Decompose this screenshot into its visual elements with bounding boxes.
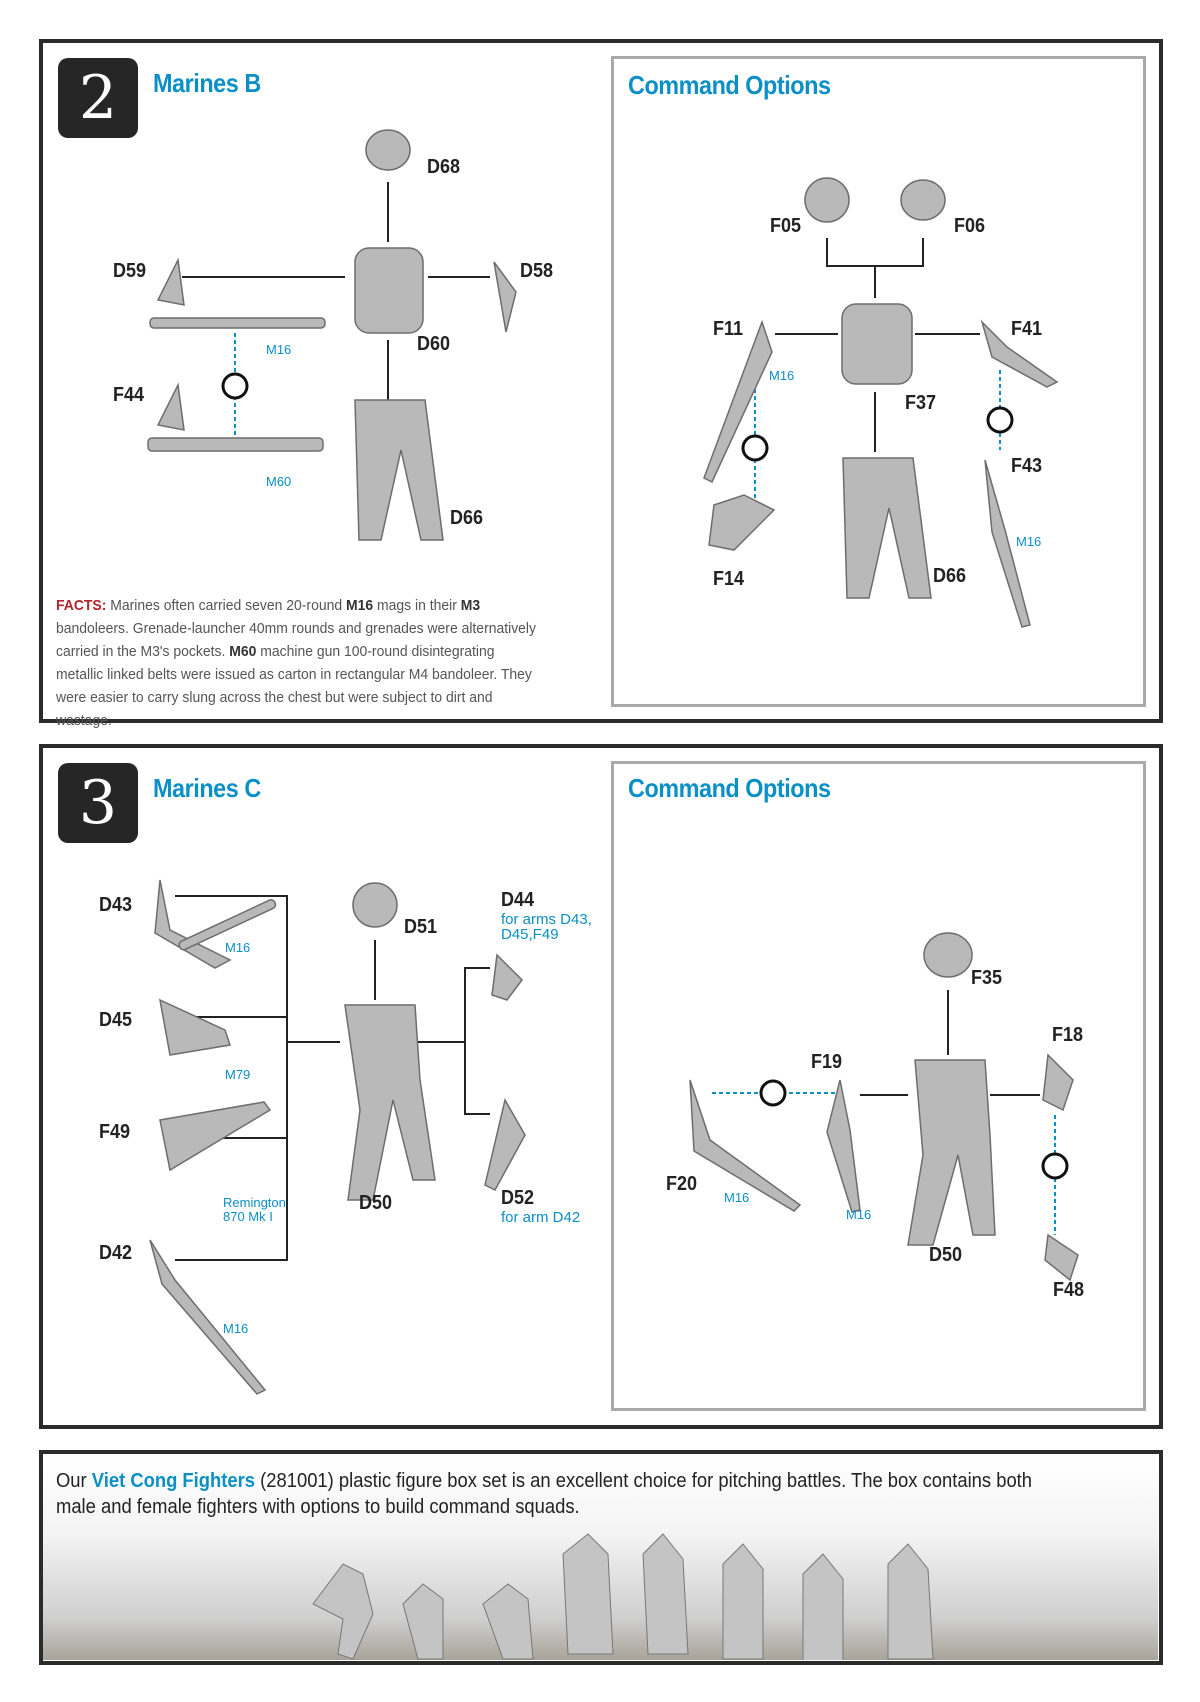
mg-m60 bbox=[147, 437, 324, 452]
weapon-label: M16 bbox=[266, 342, 292, 357]
fit-note: for arm D42 bbox=[501, 1209, 581, 1226]
part-label: F43 bbox=[1011, 455, 1043, 477]
part-label: F41 bbox=[1011, 318, 1043, 340]
step-2-command-options-box bbox=[611, 56, 1146, 707]
step-title: Marines B bbox=[153, 68, 261, 98]
step-3-diagram bbox=[149, 879, 1079, 1395]
step-3-command-options-box bbox=[611, 761, 1146, 1411]
viet-cong-figures bbox=[312, 1533, 934, 1665]
weapon-label: M79 bbox=[225, 1067, 251, 1082]
part-label: D44 bbox=[501, 889, 535, 911]
legs-d66 bbox=[354, 399, 444, 541]
step-title: Marines C bbox=[153, 773, 261, 803]
arm-f49 bbox=[159, 1101, 272, 1172]
part-label: D66 bbox=[933, 565, 967, 587]
command-options-title: Command Options bbox=[628, 773, 831, 803]
part-label: D43 bbox=[99, 894, 133, 916]
swap-icon bbox=[221, 372, 249, 400]
head-f35 bbox=[923, 932, 973, 978]
head-f06 bbox=[900, 179, 946, 221]
rifle-m16 bbox=[178, 899, 277, 951]
swap-icon bbox=[1041, 1152, 1069, 1180]
arm-d59 bbox=[156, 257, 185, 306]
weapon-label: M16 bbox=[846, 1207, 872, 1222]
part-label: F11 bbox=[713, 318, 744, 340]
weapon-label: 870 Mk I bbox=[223, 1209, 273, 1224]
command-options-title: Command Options bbox=[628, 70, 831, 100]
part-label: F19 bbox=[811, 1051, 843, 1073]
arm-f20 bbox=[689, 1079, 802, 1212]
body-d50b bbox=[907, 1059, 996, 1246]
weapon-label: M16 bbox=[223, 1321, 249, 1336]
arm-f43 bbox=[984, 459, 1031, 628]
hand-f48 bbox=[1044, 1233, 1079, 1282]
weapon-label: Remington bbox=[223, 1195, 286, 1210]
weapon-label: M16 bbox=[225, 940, 251, 955]
arm-d43 bbox=[154, 879, 232, 969]
hand-f18 bbox=[1042, 1053, 1074, 1112]
arm-d42 bbox=[149, 1239, 267, 1395]
part-label: F20 bbox=[666, 1173, 698, 1195]
part-label: F18 bbox=[1052, 1024, 1084, 1046]
swap-icon bbox=[741, 434, 769, 462]
facts-text: FACTS: Marines often carried seven 20-ro… bbox=[56, 597, 537, 729]
part-label: D52 bbox=[501, 1187, 535, 1209]
part-label: F48 bbox=[1053, 1279, 1085, 1301]
weapon-label: M16 bbox=[769, 368, 795, 383]
part-label: D59 bbox=[113, 260, 147, 282]
part-label: D50 bbox=[929, 1244, 963, 1266]
arm-d45 bbox=[159, 998, 231, 1056]
fit-note: D45,F49 bbox=[501, 926, 559, 943]
part-label: F06 bbox=[954, 215, 986, 237]
swap-icon bbox=[759, 1079, 787, 1107]
part-label: F35 bbox=[971, 967, 1003, 989]
head-f05 bbox=[804, 177, 850, 223]
part-label: F14 bbox=[713, 568, 745, 590]
fit-note: for arms D43, bbox=[501, 911, 592, 928]
part-label: F37 bbox=[905, 392, 937, 414]
weapon-label: M16 bbox=[724, 1190, 750, 1205]
product-link[interactable]: Viet Cong Fighters bbox=[91, 1470, 256, 1492]
arm-d52 bbox=[484, 1097, 526, 1191]
swap-icon bbox=[986, 406, 1014, 434]
part-label: F49 bbox=[99, 1121, 131, 1143]
part-label: D58 bbox=[520, 260, 554, 282]
arm-f44 bbox=[156, 382, 185, 431]
arm-d58 bbox=[493, 261, 517, 333]
step-2-diagram bbox=[147, 129, 1059, 628]
part-label: D45 bbox=[99, 1009, 133, 1031]
weapon-label: M16 bbox=[1016, 534, 1042, 549]
part-label: D60 bbox=[417, 333, 451, 355]
arm-f19 bbox=[826, 1079, 861, 1213]
promo-figures-image bbox=[43, 1454, 1158, 1665]
step-number-badge: 3 bbox=[58, 763, 138, 843]
arm-f41 bbox=[980, 319, 1059, 388]
weapon-label: M60 bbox=[266, 474, 292, 489]
part-label: D51 bbox=[404, 916, 438, 938]
promo-text: Our Viet Cong Fighters (281001) plastic … bbox=[56, 1470, 1033, 1518]
body-d50 bbox=[344, 1004, 436, 1201]
part-label: F05 bbox=[770, 215, 802, 237]
torso-f37 bbox=[841, 303, 913, 385]
legs-d66b bbox=[842, 457, 932, 599]
torso-d60 bbox=[354, 247, 424, 334]
hand-d44 bbox=[491, 953, 523, 1001]
part-label: D42 bbox=[99, 1242, 133, 1264]
part-label: D50 bbox=[359, 1192, 393, 1214]
arm-f11 bbox=[703, 319, 773, 484]
part-label: F44 bbox=[113, 384, 145, 406]
part-label: D68 bbox=[427, 156, 461, 178]
hand-f14 bbox=[708, 494, 776, 551]
head-d51 bbox=[352, 882, 398, 928]
head-d68 bbox=[365, 129, 411, 171]
part-label: D66 bbox=[450, 507, 484, 529]
step-number-badge: 2 bbox=[58, 58, 138, 138]
rifle-m16 bbox=[149, 317, 326, 329]
